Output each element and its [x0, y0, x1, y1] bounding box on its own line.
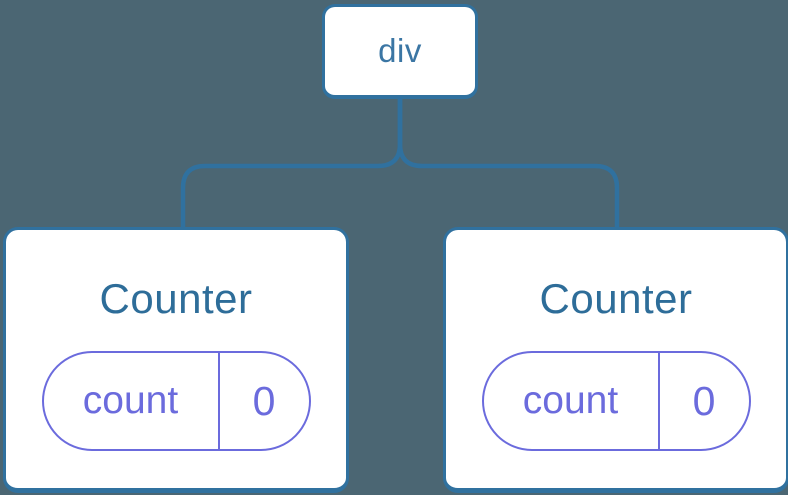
counter-title: Counter: [539, 275, 693, 322]
state-value: 0: [217, 353, 309, 449]
tree-node-counter-1: Counter count 0: [3, 227, 349, 493]
state-value: 0: [657, 353, 749, 449]
root-node-label: div: [378, 32, 422, 69]
state-pill: count 0: [41, 351, 311, 451]
connector-right-branch: [397, 97, 620, 230]
state-key-label: count: [522, 379, 619, 422]
tree-node-div: div: [322, 4, 478, 99]
state-pill: count 0: [481, 351, 751, 451]
state-key-label: count: [82, 379, 179, 422]
counter-title: Counter: [99, 275, 253, 322]
connector-left-branch: [180, 97, 403, 230]
tree-node-counter-2: Counter count 0: [443, 227, 788, 493]
